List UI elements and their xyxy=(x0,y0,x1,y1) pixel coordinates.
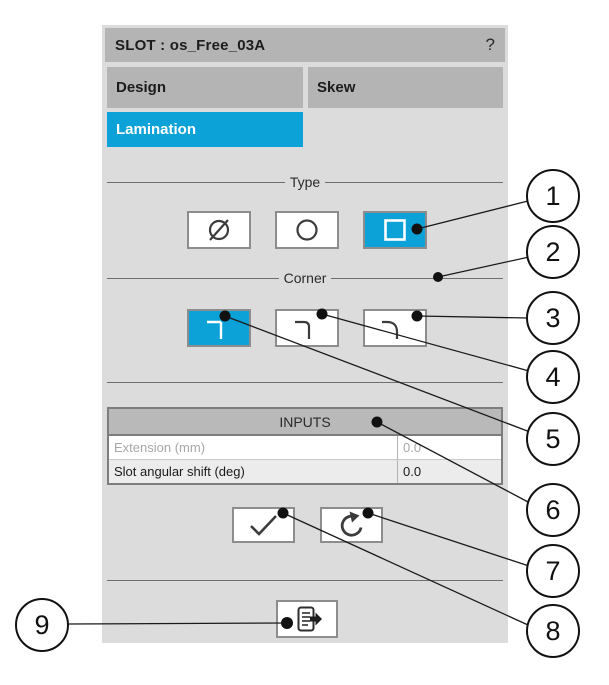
type-options-row xyxy=(102,211,508,249)
callout-circle-3: 3 xyxy=(526,291,580,345)
corner-section-label: Corner xyxy=(283,270,327,286)
table-row-extension: Extension (mm) 0.0 xyxy=(109,436,501,459)
tab-design-label: Design xyxy=(116,79,167,96)
divider-line xyxy=(107,181,285,183)
callout-circle-1: 1 xyxy=(526,169,580,223)
corner-options-row xyxy=(102,309,508,347)
callout-circle-5: 5 xyxy=(526,412,580,466)
corner-large-fillet-button[interactable] xyxy=(363,309,427,347)
action-buttons-row xyxy=(102,507,508,543)
apply-button[interactable] xyxy=(231,507,295,543)
rotate-ccw-icon xyxy=(331,510,371,540)
corner-section-divider: Corner xyxy=(107,270,504,286)
square-icon xyxy=(375,215,415,245)
empty-set-icon xyxy=(199,215,239,245)
tab-design[interactable]: Design xyxy=(107,67,303,108)
sharp-corner-icon xyxy=(199,313,239,343)
extension-label: Extension (mm) xyxy=(114,440,206,455)
section-divider xyxy=(107,382,503,383)
type-section-divider: Type xyxy=(107,174,504,190)
corner-sharp-button[interactable] xyxy=(187,309,251,347)
reset-button[interactable] xyxy=(319,507,383,543)
type-section-label: Type xyxy=(289,174,321,190)
section-divider xyxy=(107,580,503,581)
callout-circle-8: 8 xyxy=(526,604,580,658)
exit-document-icon xyxy=(287,604,327,634)
type-square-button[interactable] xyxy=(363,211,427,249)
tab-lamination[interactable]: Lamination xyxy=(107,112,303,147)
divider-line xyxy=(107,277,279,279)
inputs-table-header: INPUTS xyxy=(109,409,501,436)
table-row-angular-shift: Slot angular shift (deg) 0.0 xyxy=(109,459,501,483)
slot-properties-panel: SLOT : os_Free_03A ? Design Skew Laminat… xyxy=(102,25,508,643)
exit-button[interactable] xyxy=(276,600,338,638)
type-round-button[interactable] xyxy=(275,211,339,249)
corner-small-fillet-button[interactable] xyxy=(275,309,339,347)
callout-circle-4: 4 xyxy=(526,350,580,404)
divider-line xyxy=(331,277,504,279)
callout-circle-9: 9 xyxy=(15,598,69,652)
large-fillet-corner-icon xyxy=(375,313,415,343)
panel-title: SLOT : os_Free_03A xyxy=(115,36,266,54)
help-icon[interactable]: ? xyxy=(485,35,495,54)
callout-circle-7: 7 xyxy=(526,544,580,598)
angular-shift-label: Slot angular shift (deg) xyxy=(114,464,245,479)
divider-line xyxy=(325,181,504,183)
check-icon xyxy=(243,511,283,539)
type-none-button[interactable] xyxy=(187,211,251,249)
tab-skew[interactable]: Skew xyxy=(308,67,503,108)
panel-titlebar: SLOT : os_Free_03A ? xyxy=(105,28,505,62)
circle-icon xyxy=(287,215,327,245)
tab-skew-label: Skew xyxy=(317,79,356,96)
tab-lamination-label: Lamination xyxy=(116,121,197,138)
callout-circle-6: 6 xyxy=(526,483,580,537)
callout-circle-2: 2 xyxy=(526,225,580,279)
exit-button-row xyxy=(102,600,508,638)
angular-shift-value-field[interactable]: 0.0 xyxy=(397,460,501,483)
inputs-table: INPUTS Extension (mm) 0.0 Slot angular s… xyxy=(107,407,503,485)
extension-value-field: 0.0 xyxy=(397,436,501,459)
small-fillet-corner-icon xyxy=(287,313,327,343)
